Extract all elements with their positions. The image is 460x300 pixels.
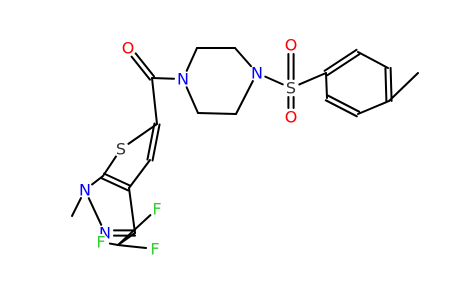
bond-cf3-f2 [117,244,148,250]
bond-ccarb-npip1 [151,77,176,80]
bond-c3-c3a [128,187,136,234]
bond-c5-c3b [151,123,161,162]
atom-label-s-sulfonyl: S [286,79,296,98]
atom-o-sulfonyl-bottom: O [283,108,299,127]
atom-label-n1: N [79,181,91,200]
atom-label-s-thiophene: S [116,140,126,159]
bond-c3a-c7a [100,177,129,192]
atom-label-o-sulfonyl-top: O [285,36,298,55]
bond-cp4-npip1 [185,86,199,114]
atom-label-f2: F [150,240,159,259]
bond-ar2-ar3 [357,51,389,69]
atom-label-n2: N [99,224,111,243]
atom-label-f1: F [152,200,161,219]
bond-ar4-ar5 [357,100,390,115]
bond-n1-me1 [71,197,82,217]
atom-f1: F [149,200,165,219]
bond-ar5-ar6 [324,99,358,118]
bond-c5-c3b [146,122,156,161]
bond-c7a-n1 [91,175,104,186]
atom-s-sulfonyl: S [283,79,299,98]
bond-ar3-ar4 [389,66,393,102]
bond-npip2-ssulf [264,75,284,86]
atom-o-carbonyl: O [120,39,136,58]
bond-c3a-c7a [103,172,132,187]
bond-npip1-cp1 [185,47,198,72]
bond-ccarb-ocarb [130,55,151,81]
atom-label-n-piperazine-1: N [177,70,189,89]
bond-ar5-ar6 [327,94,361,113]
bond-c3b-c3a [128,159,151,189]
bond-cf3-f1 [117,214,152,246]
bond-ssulf-ar1 [298,72,327,86]
bond-cp2-npip2 [234,47,253,68]
bond-ar6-ar1 [325,72,328,99]
atom-f3: F [93,233,109,252]
atom-f2: F [147,240,163,259]
atom-o-sulfonyl-top: O [283,36,299,55]
atom-label-o-sulfonyl-bottom: O [285,108,298,127]
bond-c5-ccarb [151,77,158,125]
bond-cf3-f3 [108,242,119,246]
atom-n-piperazine-2: N [249,64,265,83]
atom-label-o-carbonyl: O [122,39,135,58]
atom-label-n-piperazine-2: N [251,64,263,83]
bond-ar1-ar2 [326,53,361,77]
bond-s1-c5 [127,123,158,145]
atom-n1: N [77,181,93,200]
atom-label-f3: F [96,233,105,252]
bonds [71,47,419,250]
bond-npip2-cp3 [235,80,254,115]
bond-ccarb-ocarb [134,52,156,78]
atom-n-piperazine-1: N [175,70,191,89]
bond-ar4-me2 [388,72,419,102]
bond-cp3-cp4 [197,112,237,115]
bond-s1-c7a [102,155,118,177]
bond-ar1-ar2 [323,48,358,72]
bond-n1-n2 [87,197,103,226]
bond-ar3-ar4 [384,67,388,103]
atom-s-thiophene: S [113,140,129,159]
